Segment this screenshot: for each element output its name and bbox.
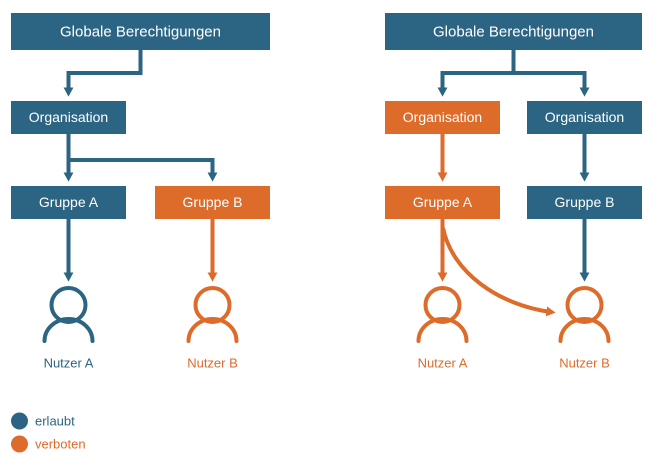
connector-global-to-organisation <box>63 50 143 97</box>
node-label: Globale Berechtigungen <box>433 23 594 40</box>
node-label: Nutzer A <box>44 355 94 370</box>
node-nutzer-b-left[interactable]: Nutzer B <box>186 286 239 370</box>
node-nutzer-a-right[interactable]: Nutzer A <box>416 286 469 370</box>
legend-swatch-icon <box>11 412 28 430</box>
node-gruppe-a-right[interactable]: Gruppe A <box>385 186 500 219</box>
legend: erlaubt verboten <box>11 412 86 453</box>
user-icon <box>416 286 469 343</box>
node-label: Gruppe B <box>183 194 243 210</box>
node-label: Gruppe A <box>413 194 473 210</box>
node-organisation-right-right-panel[interactable]: Organisation <box>527 101 642 134</box>
connector-organisation-to-gruppe-b <box>66 134 218 182</box>
node-box <box>11 186 126 219</box>
node-box <box>385 13 642 50</box>
node-box <box>11 13 270 50</box>
node-label: Nutzer A <box>418 355 468 370</box>
node-box <box>11 101 126 134</box>
node-label: Gruppe A <box>39 194 99 210</box>
legend-label: erlaubt <box>35 413 75 428</box>
node-organisation-left-right-panel[interactable]: Organisation <box>385 101 500 134</box>
node-box <box>385 186 500 219</box>
node-organisation-left[interactable]: Organisation <box>11 101 126 134</box>
connector-global-to-organisation-left <box>437 50 516 97</box>
node-gruppe-b-right[interactable]: Gruppe B <box>527 186 642 219</box>
connector-curved-gruppe-a-to-nutzer-b <box>441 227 556 317</box>
node-gruppe-a-left[interactable]: Gruppe A <box>11 186 126 219</box>
right-panel: Globale Berechtigungen Organisation Orga… <box>385 13 642 370</box>
user-icon <box>186 286 239 343</box>
node-box <box>527 101 642 134</box>
user-icon <box>558 286 611 343</box>
legend-item-verboten: verboten <box>11 435 86 453</box>
legend-item-erlaubt: erlaubt <box>11 412 75 430</box>
node-label: Globale Berechtigungen <box>60 23 221 40</box>
node-gruppe-b-left[interactable]: Gruppe B <box>155 186 270 219</box>
node-box <box>527 186 642 219</box>
node-label: Organisation <box>29 109 108 125</box>
node-label: Organisation <box>545 109 624 125</box>
node-nutzer-a-left[interactable]: Nutzer A <box>42 286 95 370</box>
left-panel: Globale Berechtigungen Organisation Grup… <box>11 13 270 370</box>
node-global-permissions-left[interactable]: Globale Berechtigungen <box>11 13 270 50</box>
user-icon <box>42 286 95 343</box>
node-nutzer-b-right[interactable]: Nutzer B <box>558 286 611 370</box>
node-label: Nutzer B <box>187 355 238 370</box>
legend-label: verboten <box>35 436 86 451</box>
connector-global-to-organisation-right <box>513 71 590 97</box>
legend-swatch-icon <box>11 435 28 453</box>
node-label: Nutzer B <box>559 355 610 370</box>
node-label: Organisation <box>403 109 482 125</box>
node-box <box>385 101 500 134</box>
node-global-permissions-right[interactable]: Globale Berechtigungen <box>385 13 642 50</box>
node-label: Gruppe B <box>555 194 615 210</box>
node-box <box>155 186 270 219</box>
